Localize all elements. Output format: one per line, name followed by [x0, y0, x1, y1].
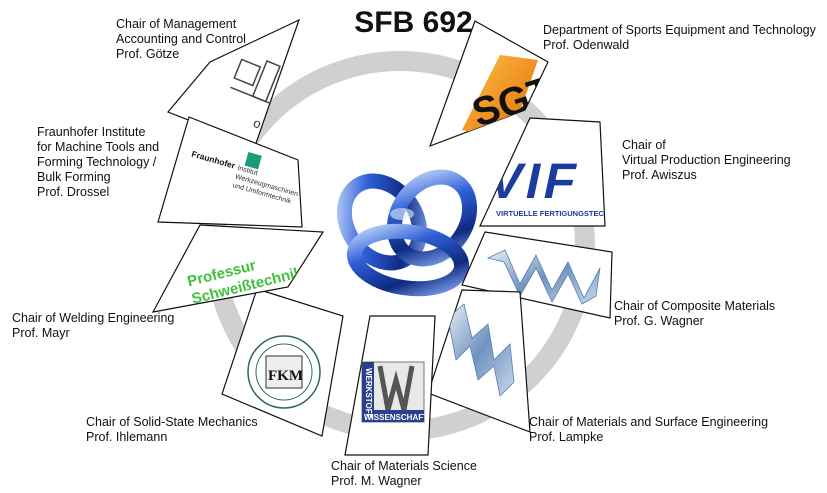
diagram-title: SFB 692 — [354, 6, 473, 39]
werkstoff-logo-text: WERKSTOFF — [364, 368, 373, 419]
label-awiszus: Chair of Virtual Production Engineering … — [622, 138, 791, 182]
label-mayr: Chair of Welding Engineering Prof. Mayr — [12, 311, 175, 340]
label-mwagner: Chair of Materials Science Prof. M. Wagn… — [331, 459, 477, 488]
fkm-logo-text: FKM — [268, 368, 303, 384]
label-ihlemann: Chair of Solid-State Mechanics Prof. Ihl… — [86, 415, 258, 444]
surface-wave-logo-icon — [447, 303, 515, 397]
panel-lampke — [427, 289, 531, 433]
trefoil-knot-logo-icon — [323, 161, 489, 327]
composite-wave-logo-icon — [486, 249, 601, 305]
fkm-seal-logo-icon: FKM — [247, 335, 321, 409]
wissenschaft-logo-text: WISSENSCHAFT — [364, 413, 428, 422]
label-lampke: Chair of Materials and Surface Engineeri… — [529, 415, 769, 444]
panel-drossel: Fraunhofer Institut Werkzeugmaschinen un… — [157, 116, 303, 228]
label-odenwald: Department of Sports Equipment and Techn… — [543, 23, 816, 52]
panel-gwagner — [461, 231, 613, 319]
panel-mwagner: WERKSTOFF WISSENSCHAFT — [344, 315, 436, 456]
panel-ihlemann: FKM — [221, 288, 344, 437]
vif-logo-text: VIF — [484, 153, 586, 209]
label-goetze: Chair of Management Accounting and Contr… — [116, 17, 246, 61]
werkstoff-logo-icon: WERKSTOFF WISSENSCHAFT — [361, 361, 428, 423]
label-gwagner: Chair of Composite Materials Prof. G. Wa… — [614, 299, 776, 328]
vif-logo-subtext: VIRTUELLE FERTIGUNGSTECHNIK — [496, 209, 623, 218]
panel-mayr: Professur Schweißtechnik — [151, 224, 325, 313]
panel-awiszus: VIF VIRTUELLE FERTIGUNGSTECHNIK — [479, 117, 623, 227]
label-drossel: Fraunhofer Institute for Machine Tools a… — [37, 125, 160, 199]
